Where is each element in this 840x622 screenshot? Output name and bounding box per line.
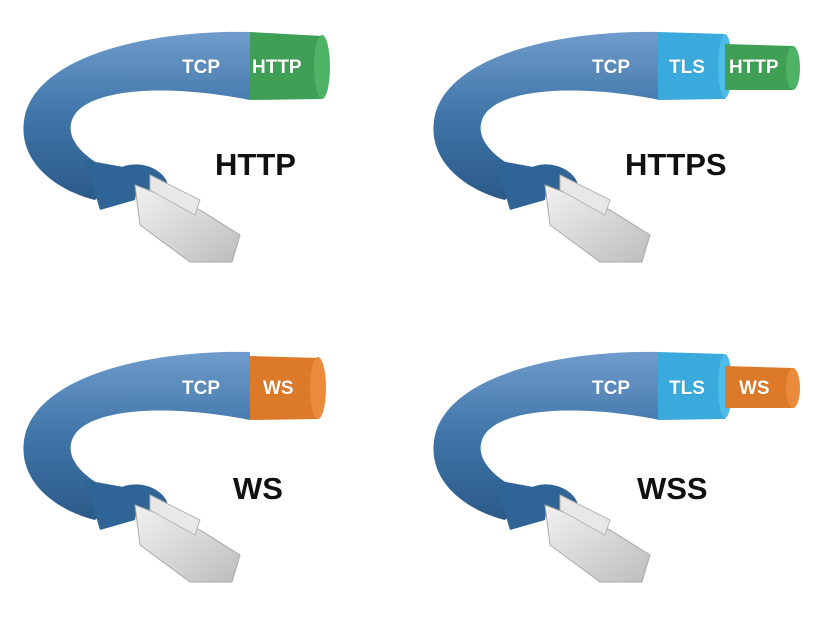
layer-label-tcp: TCP <box>182 57 220 78</box>
protocol-panel-https: TCP TLS HTTP HTTPS <box>410 0 820 305</box>
ethernet-cable-icon <box>433 31 800 263</box>
layer-label-ws: WS <box>263 378 294 399</box>
layer-label-tcp: TCP <box>592 378 630 399</box>
diagram-caption: HTTP <box>215 147 296 182</box>
diagram-caption: WSS <box>637 471 708 506</box>
layer-label-ws: WS <box>739 378 770 399</box>
ethernet-cable-icon <box>23 31 330 263</box>
layer-label-tls: TLS <box>669 57 705 78</box>
protocol-panel-http: TCP HTTP HTTP <box>0 0 410 305</box>
protocol-panel-wss: TCP TLS WS WSS <box>410 320 820 622</box>
ethernet-cable-icon <box>23 351 326 583</box>
diagram-caption: WS <box>233 471 283 506</box>
layer-label-tcp: TCP <box>592 57 630 78</box>
layer-label-tcp: TCP <box>182 378 220 399</box>
protocol-panel-ws: TCP WS WS <box>0 320 410 622</box>
diagram-caption: HTTPS <box>625 147 727 182</box>
layer-label-http: HTTP <box>729 57 779 78</box>
layer-label-tls: TLS <box>669 378 705 399</box>
ethernet-cable-icon <box>433 351 800 583</box>
layer-label-http: HTTP <box>252 57 302 78</box>
